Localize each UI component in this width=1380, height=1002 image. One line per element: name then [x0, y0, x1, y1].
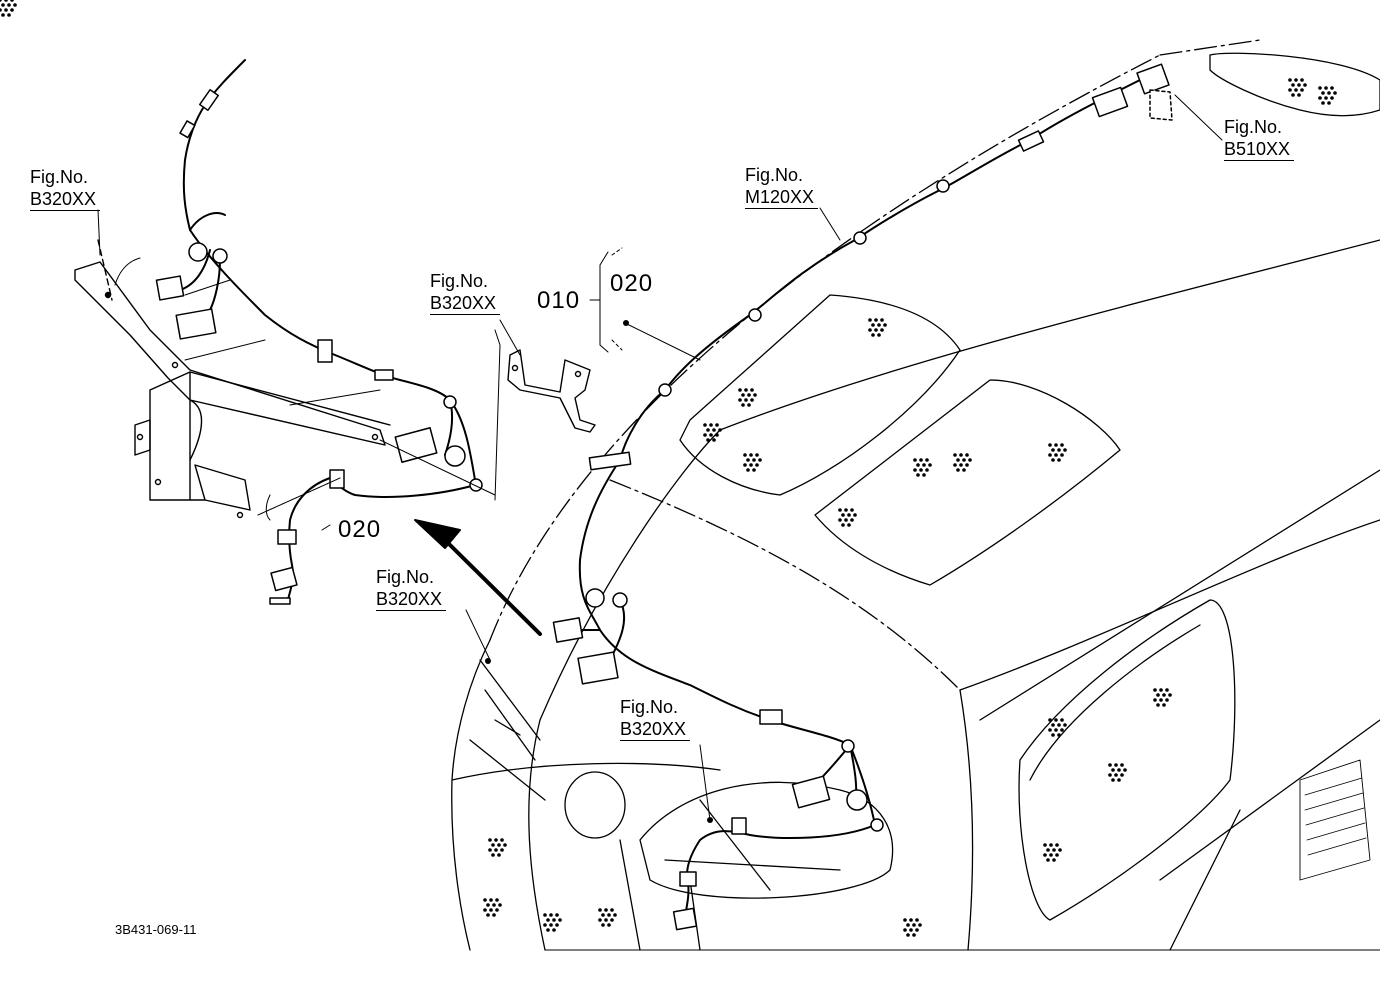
harness-connectors-main [552, 63, 1173, 931]
bracket-tie-lines [184, 279, 381, 406]
fig-callout-heading: Fig.No. [376, 567, 435, 587]
fig-callout-roof: Fig.No. M120XX [745, 164, 819, 209]
drawing-reference-number: 3B431-069-11 [115, 922, 197, 937]
fig-callout-heading: Fig.No. [620, 697, 679, 717]
fig-callout-code: B320XX [430, 292, 501, 315]
wiring-harness-detail [179, 59, 476, 601]
fig-callout-code: M120XX [745, 186, 819, 209]
part-number-020-bracket: 020 [610, 270, 654, 297]
fig-callout-left-bracket: Fig.No. B320XX [30, 166, 101, 211]
surface-dot-texture [0, 0, 1337, 937]
fig-callout-code: B510XX [1224, 138, 1295, 161]
fig-callout-heading: Fig.No. [430, 271, 489, 291]
fig-callout-cab-connector: Fig.No. B510XX [1224, 116, 1295, 161]
part-number-010: 010 [537, 287, 581, 314]
leader-lines [97, 94, 1223, 821]
part-number-020-detail: 020 [338, 516, 382, 543]
fig-callout-headlight: Fig.No. B320XX [620, 696, 691, 741]
fig-callout-front: Fig.No. B320XX [376, 566, 447, 611]
bracket-exploded [74, 239, 391, 519]
fig-callout-heading: Fig.No. [1224, 117, 1283, 137]
fig-callout-code: B320XX [620, 718, 691, 741]
fig-callout-code: B320XX [376, 588, 447, 611]
fig-callout-heading: Fig.No. [30, 167, 89, 187]
small-bracket-part [507, 349, 596, 433]
fig-callout-heading: Fig.No. [745, 165, 804, 185]
fig-callout-small-bracket: Fig.No. B320XX [430, 270, 501, 315]
direction-arrow [414, 519, 542, 636]
tractor-hood-outline [451, 39, 1380, 951]
leader-dots [106, 293, 713, 823]
harness-connectors-detail [155, 89, 483, 605]
fig-callout-code: B320XX [30, 188, 101, 211]
